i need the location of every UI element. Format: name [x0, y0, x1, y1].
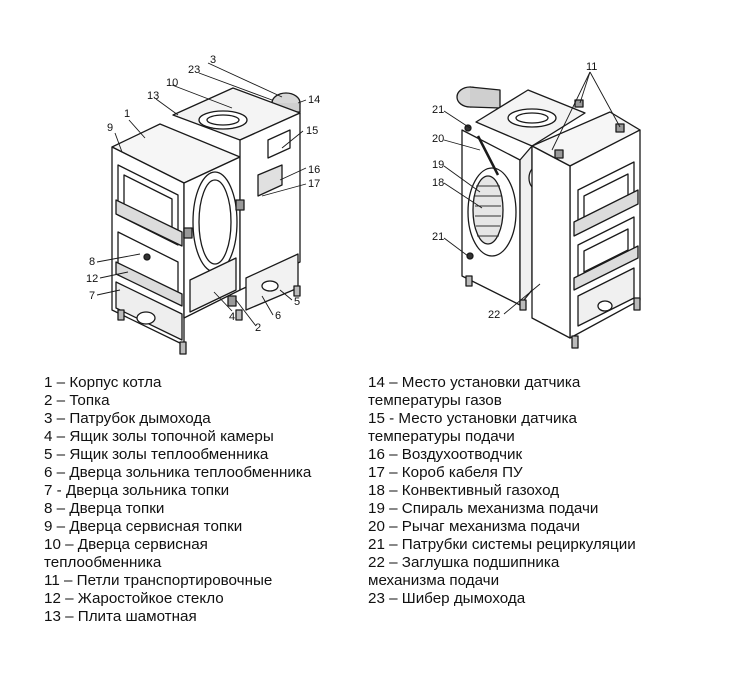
legend-item-continuation: механизма подачи — [368, 572, 500, 589]
legend-item: 7 - Дверца зольника топки — [44, 482, 230, 499]
legend-item-continuation: теплообменника — [44, 554, 162, 571]
boiler-rear-view — [456, 86, 641, 349]
callout-8: 8 — [89, 256, 95, 268]
legend-item: 21 – Патрубки системы рециркуляции — [368, 536, 636, 553]
legend-item: 19 – Спираль механизма подачи — [368, 500, 599, 517]
legend-item: 22 – Заглушка подшипника — [368, 554, 560, 571]
boiler-diagram: 3 23 10 14 13 1 9 15 16 17 8 12 7 4 2 6 … — [86, 54, 641, 355]
callout-5: 5 — [294, 296, 300, 308]
callout-1: 1 — [124, 108, 130, 120]
callout-20: 20 — [432, 133, 444, 145]
legend-item: 16 – Воздухоотводчик — [368, 446, 523, 463]
legend-item: 15 - Место установки датчика — [368, 410, 577, 427]
callout-23: 23 — [188, 64, 200, 76]
callout-10: 10 — [166, 77, 178, 89]
callout-17: 17 — [308, 178, 320, 190]
legend-item-continuation: температуры подачи — [368, 428, 515, 445]
legend-item: 10 – Дверца сервисная — [44, 536, 208, 553]
legend-right-column: 14 – Место установки датчика температуры… — [368, 374, 636, 608]
legend-item: 13 – Плита шамотная — [44, 608, 197, 625]
legend-item: 9 – Дверца сервисная топки — [44, 518, 243, 535]
callout-9: 9 — [107, 122, 113, 134]
legend-item: 3 – Патрубок дымохода — [44, 410, 211, 427]
callout-21-bottom: 21 — [432, 231, 444, 243]
legend-item: 17 – Короб кабеля ПУ — [368, 464, 523, 481]
callout-13: 13 — [147, 90, 159, 102]
callout-19: 19 — [432, 159, 444, 171]
legend-item: 11 – Петли транспортировочные — [44, 572, 273, 589]
legend-item: 20 – Рычаг механизма подачи — [368, 518, 581, 535]
callout-12: 12 — [86, 273, 98, 285]
legend-left-column: 1 – Корпус котла 2 – Топка 3 – Патрубок … — [44, 374, 311, 626]
legend-item: 4 – Ящик золы топочной камеры — [44, 428, 274, 445]
callout-4: 4 — [229, 311, 235, 323]
callout-15: 15 — [306, 125, 318, 137]
leader-lines — [96, 62, 621, 327]
callout-2: 2 — [255, 322, 261, 334]
legend-item-continuation: температуры газов — [368, 392, 502, 409]
legend-item: 14 – Место установки датчика — [368, 374, 581, 391]
callout-18: 18 — [432, 177, 444, 189]
callout-21-top: 21 — [432, 104, 444, 116]
callout-14: 14 — [308, 94, 320, 106]
callout-3: 3 — [210, 54, 216, 66]
legend-item: 5 – Ящик золы теплообменника — [44, 446, 269, 463]
legend-item: 2 – Топка — [44, 392, 110, 409]
boiler-front-view — [111, 87, 301, 355]
callout-6: 6 — [275, 310, 281, 322]
legend-item: 6 – Дверца зольника теплообменника — [44, 464, 312, 481]
legend-item: 1 – Корпус котла — [44, 374, 162, 391]
callout-labels: 3 23 10 14 13 1 9 15 16 17 8 12 7 4 2 6 … — [86, 54, 597, 334]
callout-22: 22 — [488, 309, 500, 321]
legend-item: 18 – Конвективный газоход — [368, 482, 560, 499]
callout-16: 16 — [308, 164, 320, 176]
callout-11: 11 — [586, 61, 597, 73]
legend-item: 23 – Шибер дымохода — [368, 590, 526, 607]
legend-item: 8 – Дверца топки — [44, 500, 165, 517]
callout-7: 7 — [89, 290, 95, 302]
legend-item: 12 – Жаростойкое стекло — [44, 590, 224, 607]
